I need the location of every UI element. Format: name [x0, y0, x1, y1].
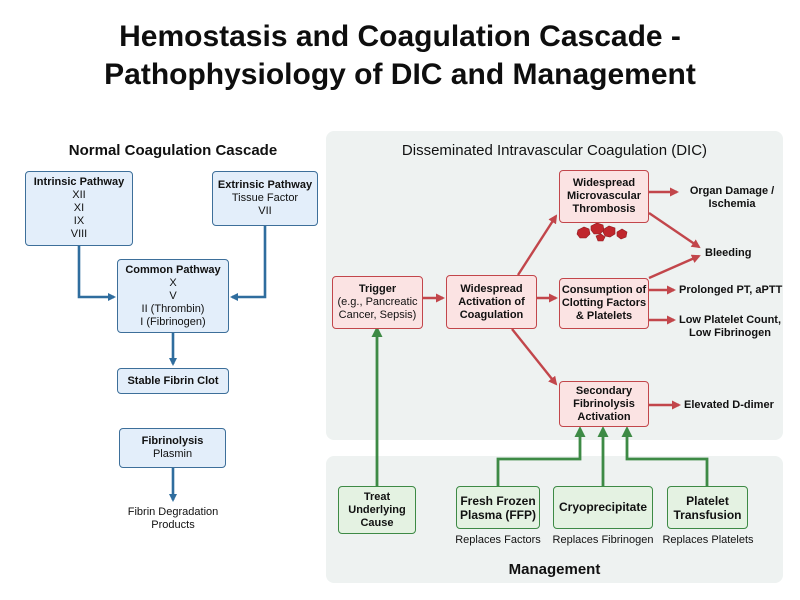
common-pathway-box: Common Pathway X V II (Thrombin) I (Fibr…: [117, 259, 229, 333]
consumption-box: Consumption of Clotting Factors & Platel…: [559, 278, 649, 329]
ffp-note: Replaces Factors: [455, 534, 541, 546]
fibrinolysis-box: Fibrinolysis Plasmin: [119, 428, 226, 468]
page-title: Hemostasis and Coagulation Cascade - Pat…: [104, 20, 696, 91]
platelet-transfusion-box: Platelet Transfusion: [667, 486, 748, 529]
secondary-fibrinolysis-box: Secondary Fibrinolysis Activation: [559, 381, 649, 427]
trigger-box: Trigger (e.g., Pancreatic Cancer, Sepsis…: [332, 276, 423, 329]
management-title: Management: [508, 561, 601, 578]
prolonged-pt-aptt-label: Prolonged PT, aPTT: [679, 284, 783, 296]
intrinsic-pathway-box: Intrinsic Pathway XII XI IX VIII: [25, 171, 133, 246]
blood-clot-icon: [576, 222, 628, 242]
platelet-transfusion-note: Replaces Platelets: [662, 534, 754, 546]
organ-damage-label: Organ Damage / Ischemia: [689, 185, 775, 210]
cryoprecipitate-box: Cryoprecipitate: [553, 486, 653, 529]
microvascular-thrombosis-box: Widespread Microvascular Thrombosis: [559, 170, 649, 223]
dic-title: Disseminated Intravascular Coagulation (…: [401, 142, 708, 159]
extrinsic-pathway-box: Extrinsic Pathway Tissue Factor VII: [212, 171, 318, 226]
ffp-box: Fresh Frozen Plasma (FFP): [456, 486, 540, 529]
bleeding-label: Bleeding: [705, 247, 752, 259]
normal-cascade-title: Normal Coagulation Cascade: [68, 142, 278, 159]
stable-fibrin-clot-box: Stable Fibrin Clot: [117, 368, 229, 394]
elevated-d-dimer-label: Elevated D-dimer: [684, 399, 774, 411]
fibrin-degradation-products-label: Fibrin Degradation Products: [127, 506, 219, 531]
cryoprecipitate-note: Replaces Fibrinogen: [552, 534, 654, 546]
widespread-activation-box: Widespread Activation of Coagulation: [446, 275, 537, 329]
treat-underlying-cause-box: Treat Underlying Cause: [338, 486, 416, 534]
low-platelet-count-label: Low Platelet Count, Low Fibrinogen: [678, 314, 782, 339]
